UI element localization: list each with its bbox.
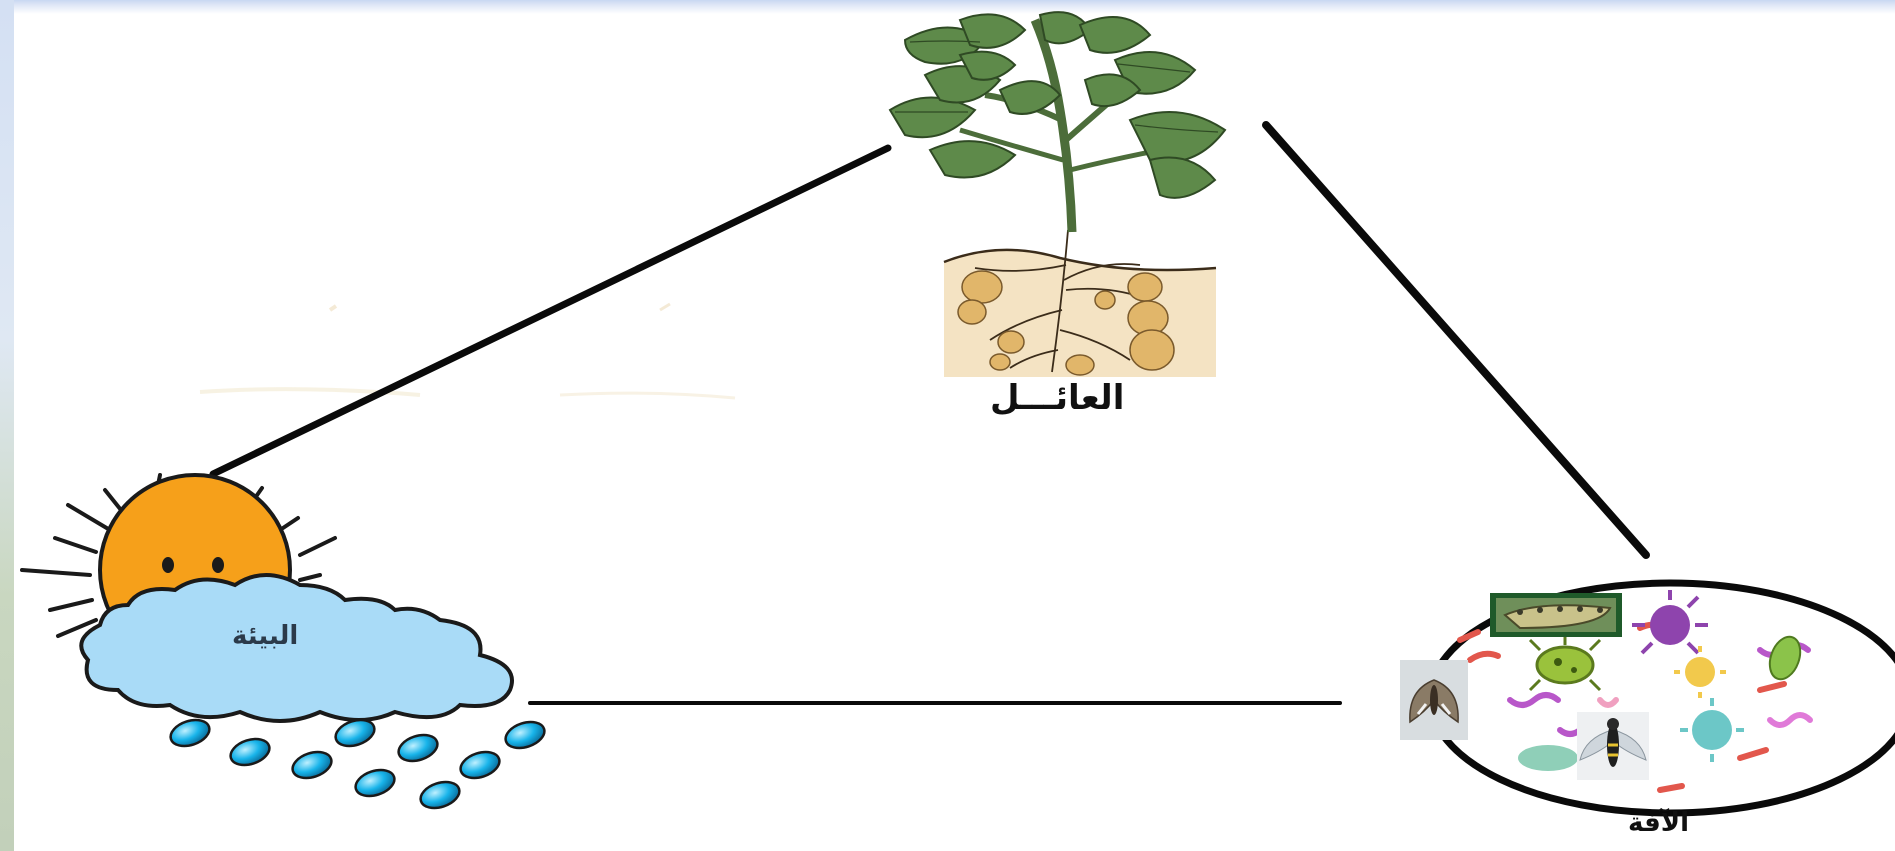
background-smudges [199,302,736,400]
hoverfly-photo [1577,712,1649,780]
microbe-teal [1680,698,1744,762]
microbe-purple [1632,590,1708,655]
sun-cloud-rain-icon [20,473,546,810]
microbe-yellow [1674,646,1726,698]
caterpillar-photo [1490,593,1622,637]
microbe-mint [1518,745,1578,771]
microbe-green [1528,635,1602,692]
host-label: العائـــل [990,378,1125,418]
edge-host-environment [209,144,892,478]
background-strip [0,0,14,851]
pathogen-label: الآفة [1628,808,1690,838]
triangle-edges [209,121,1650,705]
potato-plant-icon [888,11,1227,377]
edge-host-pathogen [1262,121,1650,559]
moth-photo [1400,660,1468,740]
pests-and-microbes-dish-icon [1400,579,1895,817]
raindrops [169,718,546,810]
environment-label: البيئة [232,621,299,651]
microbe-leaf [1768,635,1802,681]
